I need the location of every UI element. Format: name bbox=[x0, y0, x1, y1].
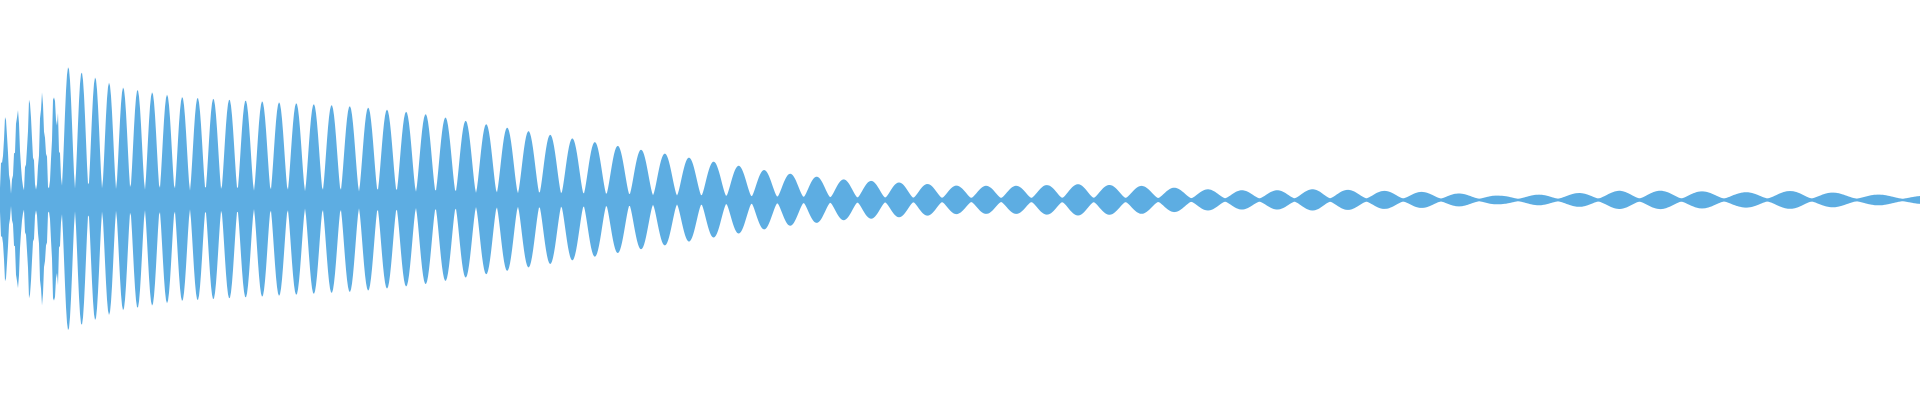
waveform-path bbox=[0, 67, 1920, 331]
waveform-shape-group bbox=[0, 67, 1920, 331]
